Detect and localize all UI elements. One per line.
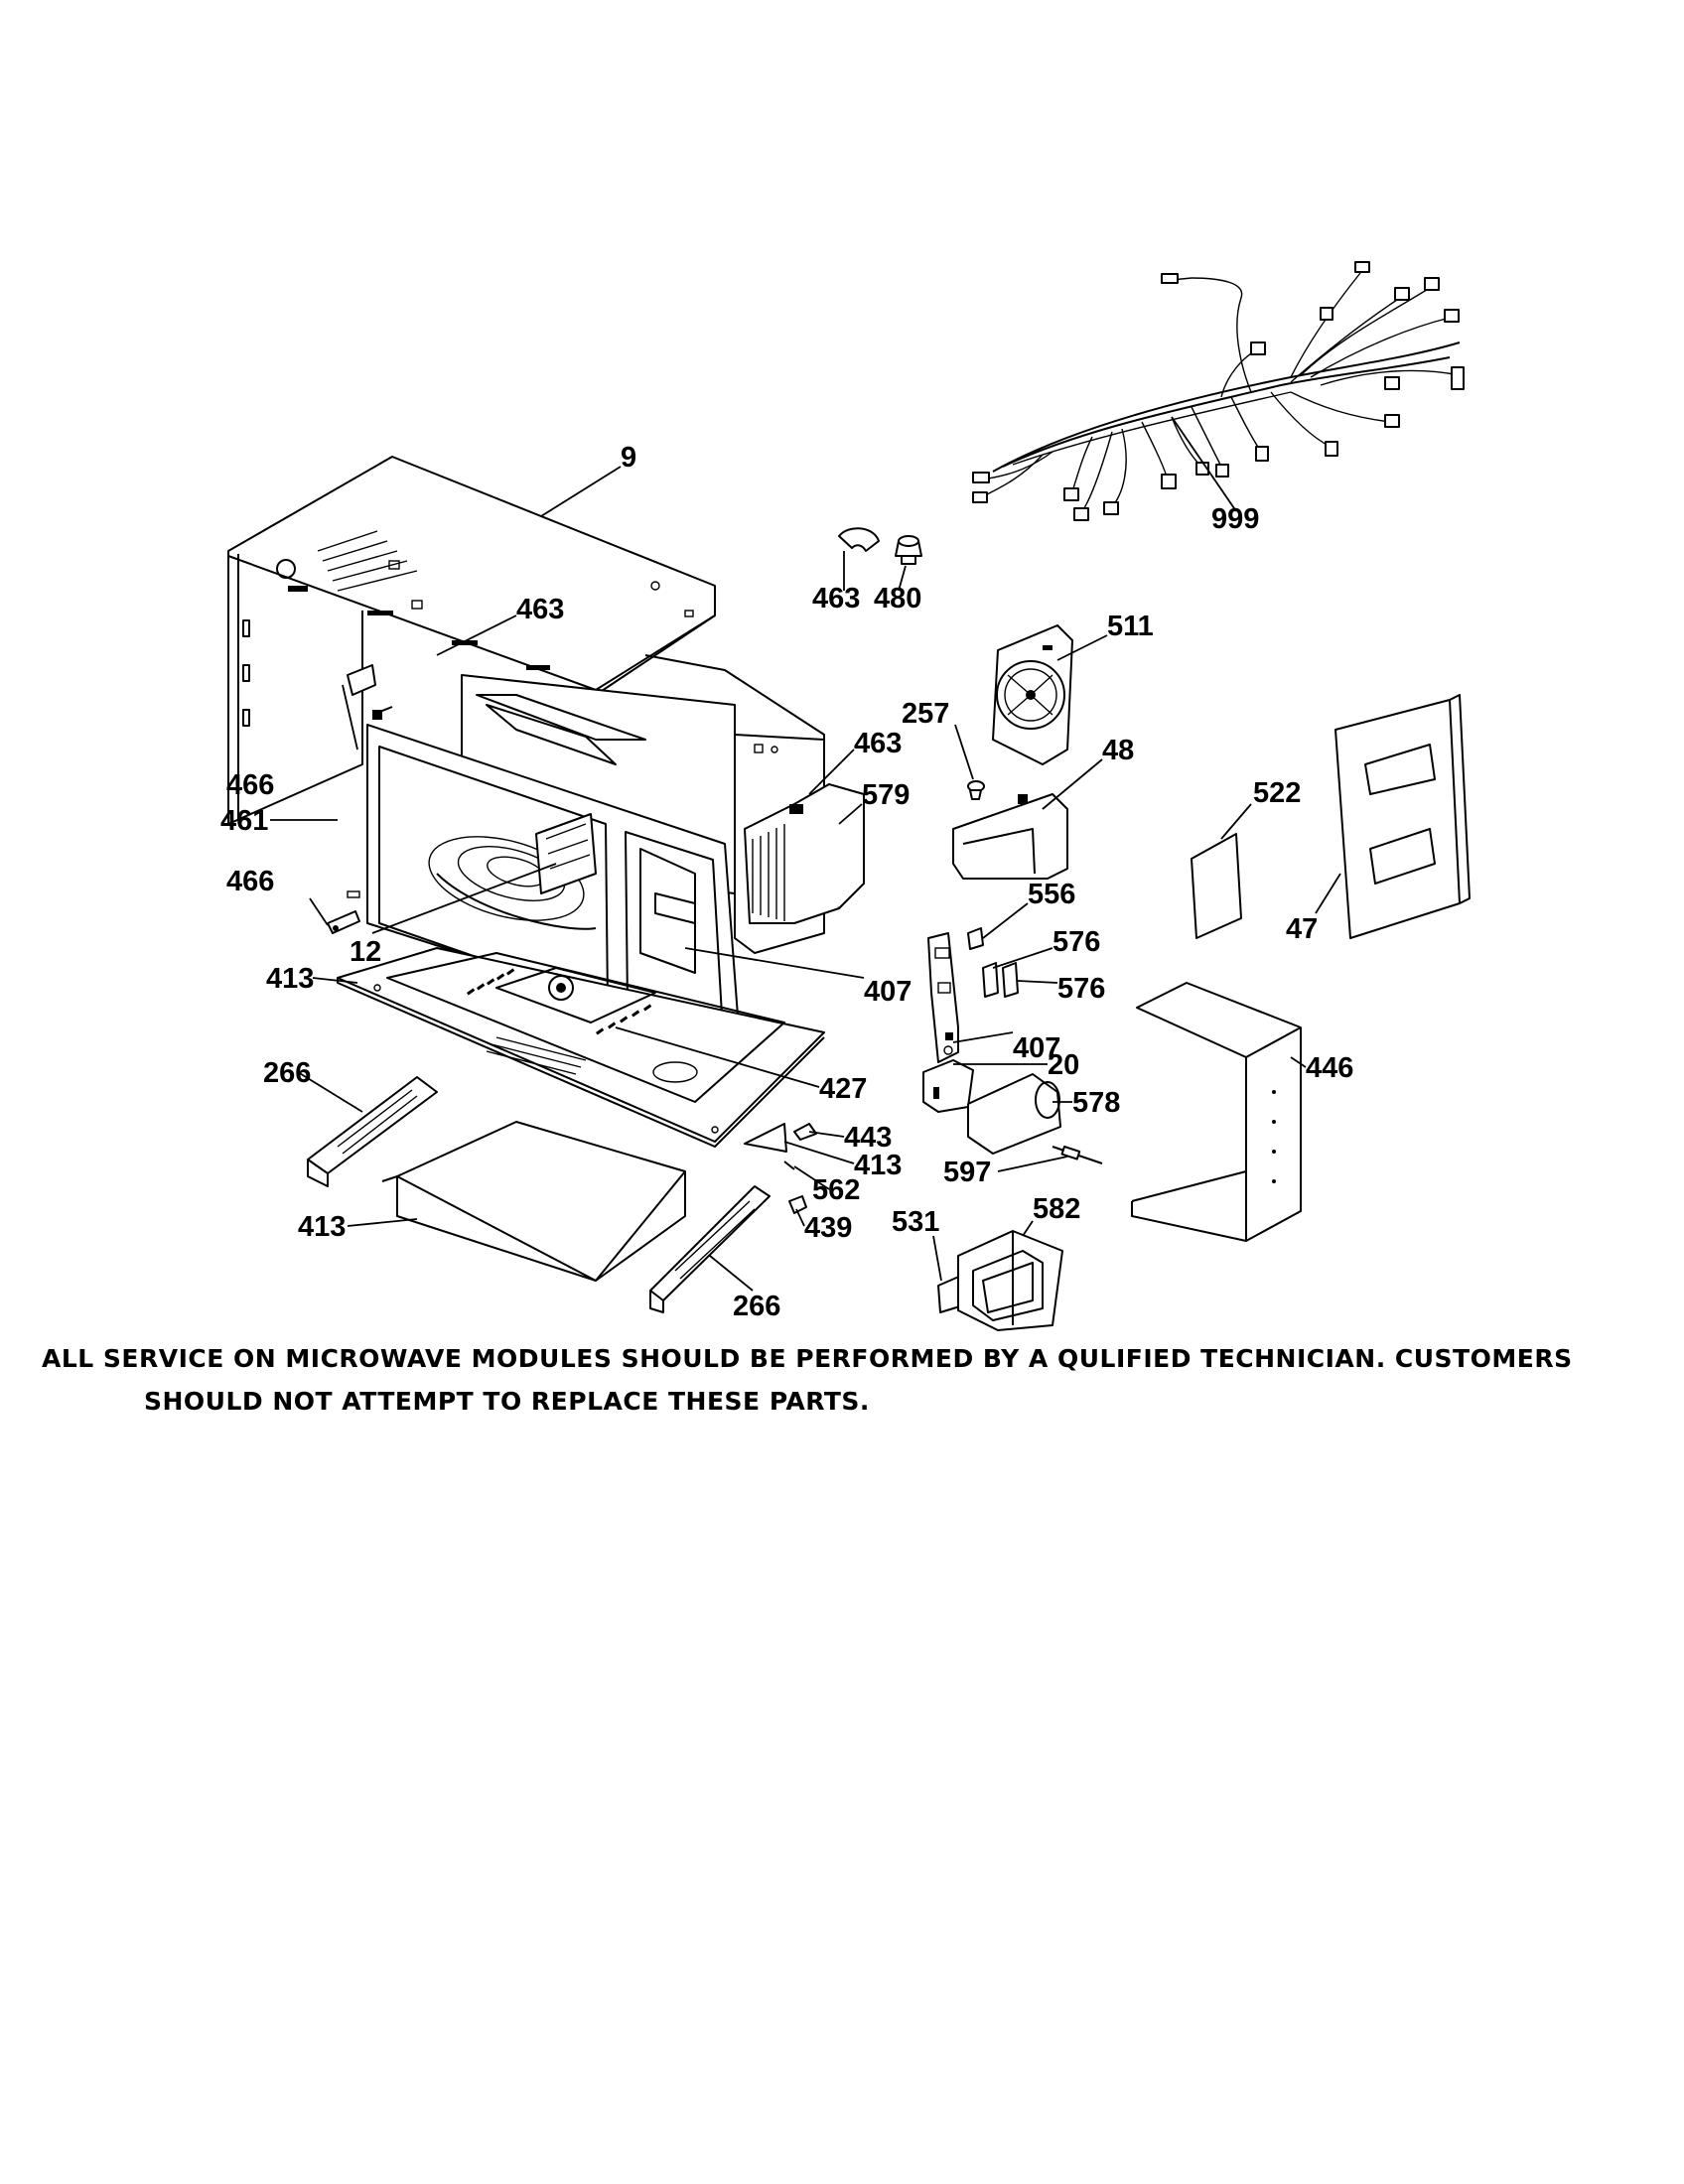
thermostat-257: [967, 780, 985, 800]
hinge-466-lower: [327, 910, 360, 934]
transformer-582: [957, 1230, 1063, 1331]
air-duct-48: [952, 793, 1068, 880]
callout-427: 427: [819, 1073, 867, 1105]
rail-266-right: [649, 1185, 771, 1313]
callout-257: 257: [902, 698, 949, 730]
wire-harness-999: [972, 261, 1465, 521]
switch-576-b: [1002, 962, 1019, 998]
switch-556: [967, 927, 984, 950]
callout-446: 446: [1306, 1052, 1353, 1084]
callout-47: 47: [1286, 913, 1318, 945]
callout-48: 48: [1102, 735, 1134, 766]
callout-413-tray: 413: [298, 1211, 346, 1243]
callout-463-right: 463: [854, 728, 902, 759]
callout-579: 579: [862, 779, 910, 811]
callout-266-left: 266: [263, 1057, 311, 1089]
callout-999: 999: [1211, 503, 1259, 535]
drip-tray-413: [381, 1121, 686, 1282]
leader-lines: [270, 416, 1341, 1292]
callout-578: 578: [1072, 1087, 1120, 1119]
bracket-20: [922, 1059, 974, 1113]
switch-576-a: [982, 962, 999, 998]
callout-576-upper: 576: [1052, 926, 1100, 958]
latch-bracket-407: [927, 932, 959, 1063]
callout-480: 480: [874, 583, 921, 614]
callout-576-lower: 576: [1057, 973, 1105, 1005]
callout-562: 562: [812, 1174, 860, 1206]
front-frame-461: [347, 706, 741, 1043]
screw-439: [788, 1195, 807, 1214]
cabinet-446: [1131, 982, 1302, 1242]
callout-461: 461: [220, 805, 268, 837]
callout-511: 511: [1107, 611, 1154, 642]
callout-556: 556: [1028, 879, 1075, 910]
capacitor-578: [967, 1073, 1061, 1155]
callout-463-top-left: 463: [516, 594, 564, 625]
callout-531: 531: [892, 1206, 939, 1238]
callout-466-upper: 466: [226, 769, 274, 801]
spring-443: [793, 1123, 817, 1141]
fan-motor-511: [992, 624, 1073, 765]
callout-labels: 999 9 463 480 463 511 257 463 579 48 522…: [220, 442, 1353, 1322]
hinge-466-top: [347, 664, 376, 696]
callout-597: 597: [943, 1157, 991, 1188]
service-notice-line-2: SHOULD NOT ATTEMPT TO REPLACE THESE PART…: [144, 1387, 870, 1416]
callout-413-base: 413: [266, 963, 314, 995]
callout-20: 20: [1048, 1049, 1079, 1081]
bracket-413-small: [744, 1123, 787, 1153]
magnetron-579: [744, 783, 865, 924]
callout-463-clip: 463: [812, 583, 860, 614]
callout-522: 522: [1253, 777, 1301, 809]
callout-439: 439: [804, 1212, 852, 1244]
callout-413-bracket: 413: [854, 1150, 902, 1181]
rail-266-left: [307, 1076, 438, 1187]
knob-480: [895, 535, 922, 565]
callout-582: 582: [1033, 1193, 1080, 1225]
callout-443: 443: [844, 1122, 892, 1154]
callout-9: 9: [621, 442, 636, 474]
callout-466-lower: 466: [226, 866, 274, 897]
clip-463: [838, 527, 880, 552]
callout-12: 12: [350, 936, 381, 968]
base-plate-413: [337, 947, 825, 1148]
callout-407-lower: 407: [1013, 1032, 1060, 1064]
shield-522: [1191, 833, 1242, 939]
callout-266-right: 266: [733, 1291, 780, 1322]
side-panel-47: [1334, 694, 1471, 939]
outer-case-9: [227, 456, 716, 825]
pin-562: [783, 1160, 795, 1170]
diode-597: [1052, 1146, 1103, 1164]
service-notice-line-1: ALL SERVICE ON MICROWAVE MODULES SHOULD …: [42, 1344, 1573, 1373]
callout-407-upper: 407: [864, 976, 912, 1008]
